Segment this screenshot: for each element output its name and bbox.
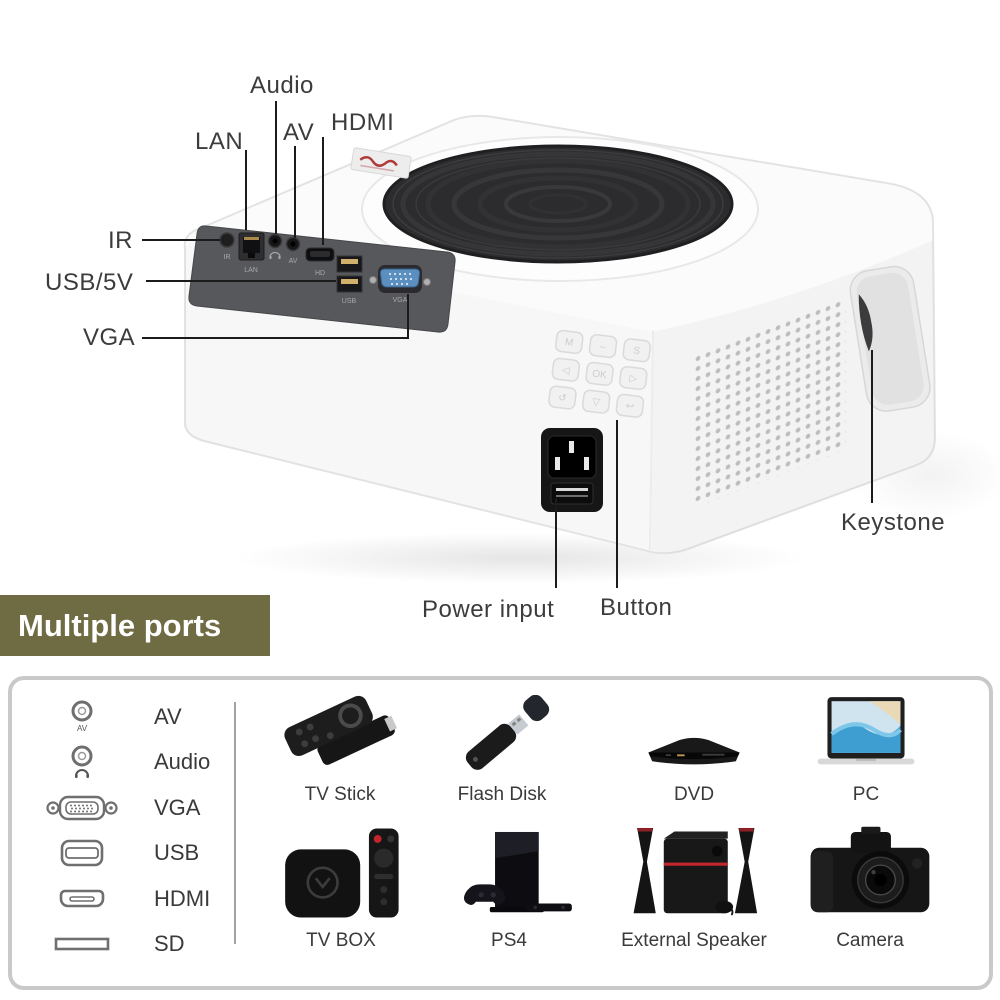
hdmi-port-label: HD [315, 270, 325, 277]
device-cell-dvd: DVD [609, 688, 779, 806]
legend-row-vga: VGA [36, 785, 210, 831]
external-speaker-image [633, 827, 758, 916]
device-cell-ps4: PS4 [424, 822, 594, 952]
av-callout-label: AV [283, 119, 315, 146]
section-banner: Multiple ports [0, 595, 270, 656]
ir-port-label: IR [224, 254, 231, 261]
key-down[interactable]: ▽ [592, 397, 601, 409]
device-caption-pc: PC [852, 784, 880, 805]
tv-stick-image [284, 695, 398, 765]
key-minus[interactable]: – [599, 341, 606, 353]
key-back[interactable]: ↩ [625, 401, 635, 413]
hdmi-connector-icon [59, 889, 105, 908]
device-cell-camera: Camera [785, 822, 955, 952]
legend-row-hdmi: HDMI [36, 876, 210, 922]
legend-label-vga: VGA [154, 794, 201, 820]
hdmi-port: HD [305, 247, 335, 277]
keystone-wheel[interactable] [857, 293, 876, 352]
legend-row-usb: USB [36, 831, 210, 877]
key-right[interactable]: ▷ [629, 373, 638, 385]
usb-ports: USB [336, 255, 363, 305]
device-caption-dvd: DVD [673, 784, 715, 805]
control-keypad: M – S ◁ OK ▷ ↺ ▽ ↩ [548, 329, 651, 418]
hdmi-callout-line [322, 137, 324, 245]
legend-label-usb: USB [154, 840, 200, 866]
projector-photo: IR LAN AV HD [183, 114, 937, 555]
device-cell-pc: PC [781, 688, 951, 806]
lan-port-label: LAN [244, 267, 258, 274]
top-disc [382, 144, 734, 264]
device-cell-external-speaker: External Speaker [609, 822, 779, 952]
ps4-image [463, 831, 572, 913]
lan-port: LAN [238, 232, 265, 274]
av-callout-line [294, 146, 296, 238]
pc-laptop-image [817, 697, 915, 765]
ir-port: IR [219, 232, 235, 261]
power-socket [541, 428, 603, 512]
vga-callout-line-v [407, 294, 409, 339]
usb5v-callout-label: USB/5V [45, 269, 134, 296]
device-caption-camera: Camera [836, 930, 904, 951]
vga-callout-label: VGA [83, 324, 136, 351]
port-legend: AV AV Audio [36, 694, 210, 967]
usb-port-label: USB [342, 298, 357, 305]
key-menu[interactable]: M [564, 337, 574, 349]
legend-row-sd: SD [36, 922, 210, 968]
vga-callout-line-h [142, 337, 409, 339]
device-cell-tv-box: TV BOX [256, 822, 426, 952]
ir-callout-label: IR [108, 227, 133, 254]
lan-callout-line [245, 150, 247, 230]
dvd-player-image [648, 737, 740, 765]
tv-box-image [285, 828, 399, 918]
vga-connector-icon [46, 795, 118, 820]
av-jack-sub-label: AV [77, 724, 88, 733]
audio-callout-label: Audio [250, 72, 314, 99]
device-cell-flash-disk: Flash Disk [417, 688, 587, 806]
camera-image [810, 826, 930, 913]
av-port-label: AV [289, 258, 298, 265]
legend-row-audio: Audio [36, 740, 210, 786]
ports-devices-panel: AV AV Audio [8, 676, 993, 990]
power-callout-line [555, 498, 557, 588]
device-caption-ps4: PS4 [491, 930, 527, 951]
hdmi-callout-label: HDMI [331, 109, 395, 136]
av-port: AV [285, 236, 301, 265]
sd-card-icon [54, 937, 110, 951]
device-cell-tv-stick: TV Stick [255, 688, 425, 806]
key-source[interactable]: S [633, 345, 641, 357]
device-caption-flash-disk: Flash Disk [457, 784, 547, 805]
headphone-jack [267, 233, 283, 259]
button-callout-line [616, 420, 618, 588]
device-caption-external-speaker: External Speaker [621, 930, 767, 951]
legend-label-audio: Audio [154, 749, 211, 775]
legend-divider [234, 702, 236, 944]
usb5v-callout-line [146, 280, 336, 282]
keystone-callout-label: Keystone [841, 509, 946, 536]
headphone-icon [269, 251, 281, 258]
vga-port-label: VGA [393, 297, 408, 304]
device-caption-tv-stick: TV Stick [304, 784, 376, 805]
power-callout-label: Power input [422, 596, 555, 623]
usb-connector-icon [60, 839, 104, 867]
audio-jack-icon [71, 745, 93, 779]
av-jack-icon: AV [71, 700, 93, 733]
key-power[interactable]: ↺ [557, 393, 567, 405]
brand-badge [350, 147, 412, 179]
button-callout-label: Button [600, 594, 673, 621]
legend-row-av: AV AV [36, 694, 210, 740]
legend-label-hdmi: HDMI [154, 885, 211, 911]
keystone-recess [849, 265, 931, 412]
key-ok[interactable]: OK [592, 369, 608, 382]
flash-disk-image [465, 695, 550, 770]
legend-label-sd: SD [154, 931, 185, 957]
vga-port: VGA [369, 265, 431, 304]
device-caption-tv-box: TV BOX [306, 930, 376, 951]
audio-callout-line [275, 101, 277, 234]
key-left[interactable]: ◁ [561, 365, 570, 377]
keystone-callout-line [871, 350, 873, 503]
ir-callout-line [142, 239, 220, 241]
lan-callout-label: LAN [195, 128, 244, 155]
projector-edge-crease [649, 329, 654, 551]
legend-label-av: AV [154, 703, 182, 729]
